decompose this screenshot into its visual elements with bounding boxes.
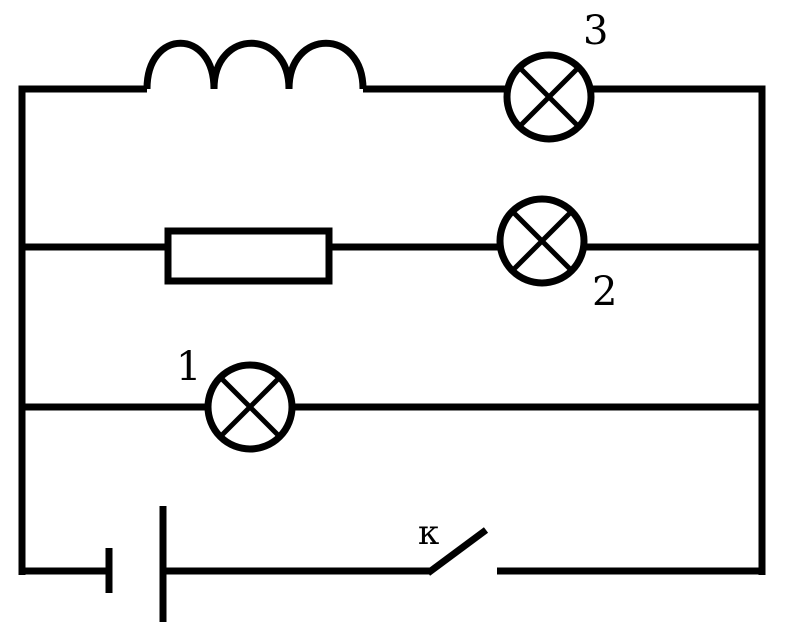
lamp-1-label: 1: [176, 344, 201, 390]
switch-lever: [425, 527, 489, 576]
lamp-1: [204, 361, 296, 453]
branch-1: 1: [22, 344, 762, 453]
branch-3: 3: [18, 8, 766, 143]
source-branch: к: [18, 506, 766, 622]
frame-wires: [18, 86, 766, 575]
lamp-2-bulb: [496, 195, 588, 287]
battery: [105, 506, 167, 622]
lamp-3-label: 3: [583, 8, 608, 54]
lamp-2: [496, 195, 588, 287]
lamp-3-bulb: [503, 51, 595, 143]
switch-label: к: [418, 513, 439, 553]
switch: [425, 527, 489, 576]
lamp-2-cross-b: [510, 209, 574, 273]
resistor: [164, 227, 333, 285]
lamp-1-cross-b: [218, 375, 282, 439]
branch-2: 2: [22, 195, 762, 315]
lamp-3-cross-b: [517, 65, 581, 129]
lamp-3: [503, 51, 595, 143]
lamp-2-label: 2: [592, 269, 617, 315]
inductor-coil: [143, 39, 367, 90]
